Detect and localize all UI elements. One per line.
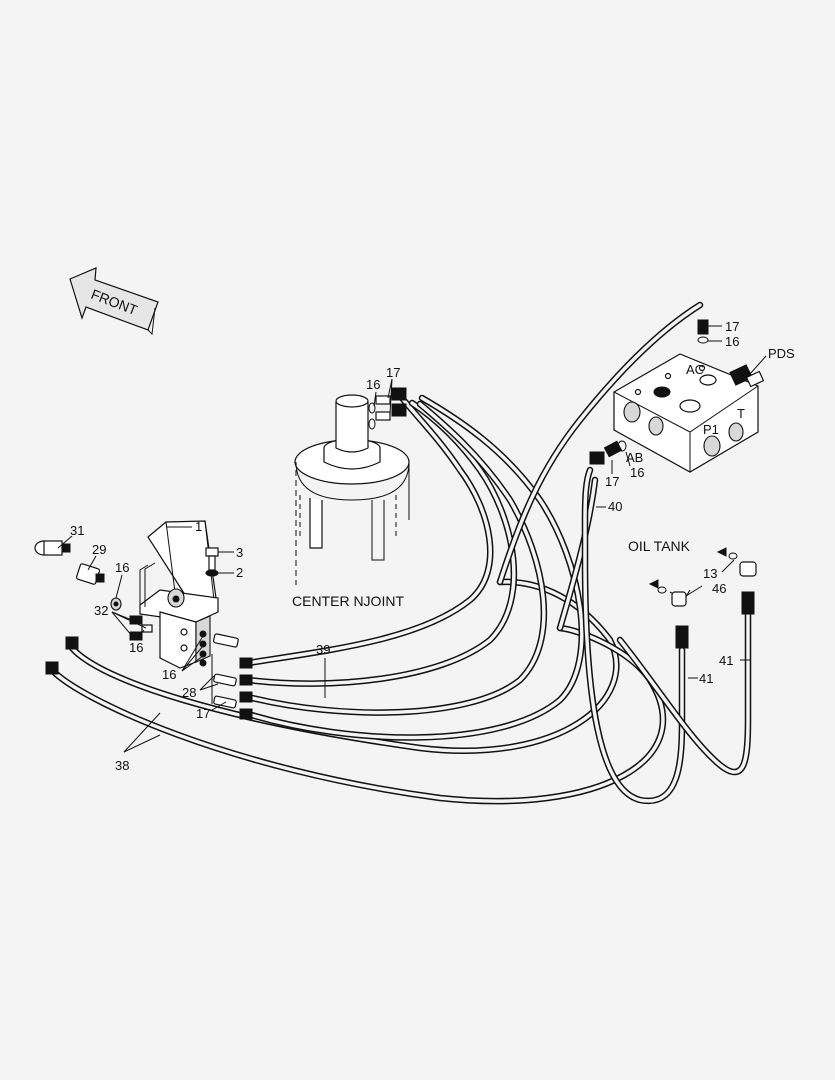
part-number-labels: 1 3 2 31 29 16 32 16 16 28 17 38 39 16 1…: [70, 319, 795, 773]
label-16-pedal-right: 16: [162, 667, 176, 682]
center-joint: CENTER NJOINT: [292, 394, 410, 609]
label-46: 46: [712, 581, 726, 596]
label-pds: PDS: [768, 346, 795, 361]
label-41-left: 41: [699, 671, 713, 686]
label-17-joint: 17: [386, 365, 400, 380]
hose-38-ends: [45, 636, 79, 675]
pds-valve: [589, 319, 765, 473]
oil-tank-fittings: OIL TANK: [628, 538, 757, 649]
label-ac: AC: [686, 362, 704, 377]
label-32: 32: [94, 603, 108, 618]
leader-lines: [57, 325, 767, 753]
label-17-pedal: 17: [196, 706, 210, 721]
label-16-valve-top: 16: [725, 334, 739, 349]
label-31: 31: [70, 523, 84, 538]
label-41-right: 41: [719, 653, 733, 668]
label-16-pedal-left: 16: [129, 640, 143, 655]
label-40: 40: [608, 499, 622, 514]
label-t: T: [737, 406, 745, 421]
label-28: 28: [182, 685, 196, 700]
label-29: 29: [92, 542, 106, 557]
label-3: 3: [236, 545, 243, 560]
center-joint-label: CENTER NJOINT: [292, 593, 404, 609]
label-17-valve-top: 17: [725, 319, 739, 334]
label-1: 1: [195, 519, 202, 534]
label-38: 38: [115, 758, 129, 773]
pressure-switch: [34, 540, 105, 585]
label-2: 2: [236, 565, 243, 580]
hose-40: [581, 466, 686, 805]
pedal-valve: [110, 520, 253, 720]
hose-group: [48, 301, 752, 805]
label-16-joint: 16: [366, 377, 380, 392]
label-13: 13: [703, 566, 717, 581]
label-17-valve-side: 17: [605, 474, 619, 489]
label-16-valve-side: 16: [630, 465, 644, 480]
label-16-pedal-top: 16: [115, 560, 129, 575]
label-ab: AB: [626, 450, 643, 465]
front-arrow: FRONT: [69, 267, 159, 336]
label-39: 39: [316, 642, 330, 657]
oil-tank-label: OIL TANK: [628, 538, 691, 554]
label-p1: P1: [703, 422, 719, 437]
center-joint-fittings: [368, 387, 407, 430]
